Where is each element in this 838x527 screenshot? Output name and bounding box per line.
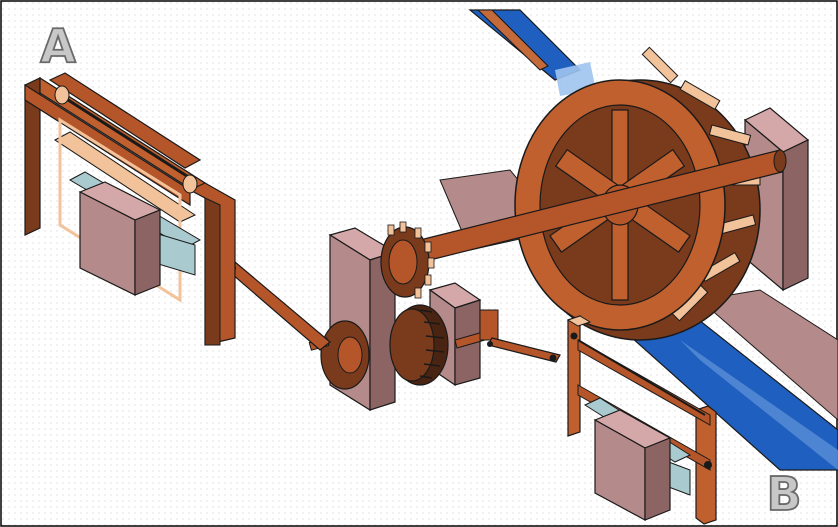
label-b: B (766, 467, 801, 521)
connecting-rod-b (487, 337, 561, 363)
saw-frame-a (24, 72, 236, 346)
tailrace-highlight (680, 340, 838, 470)
label-a: A (40, 19, 76, 73)
log-block-b (583, 397, 692, 522)
tailrace-bank (698, 289, 838, 421)
right-crank (454, 309, 499, 349)
pin-gear (380, 221, 435, 299)
cog-gear (389, 304, 449, 386)
log-block-a (68, 171, 202, 296)
water-wheel (514, 46, 761, 341)
chute-side (476, 9, 549, 71)
crank-disc (308, 320, 370, 390)
